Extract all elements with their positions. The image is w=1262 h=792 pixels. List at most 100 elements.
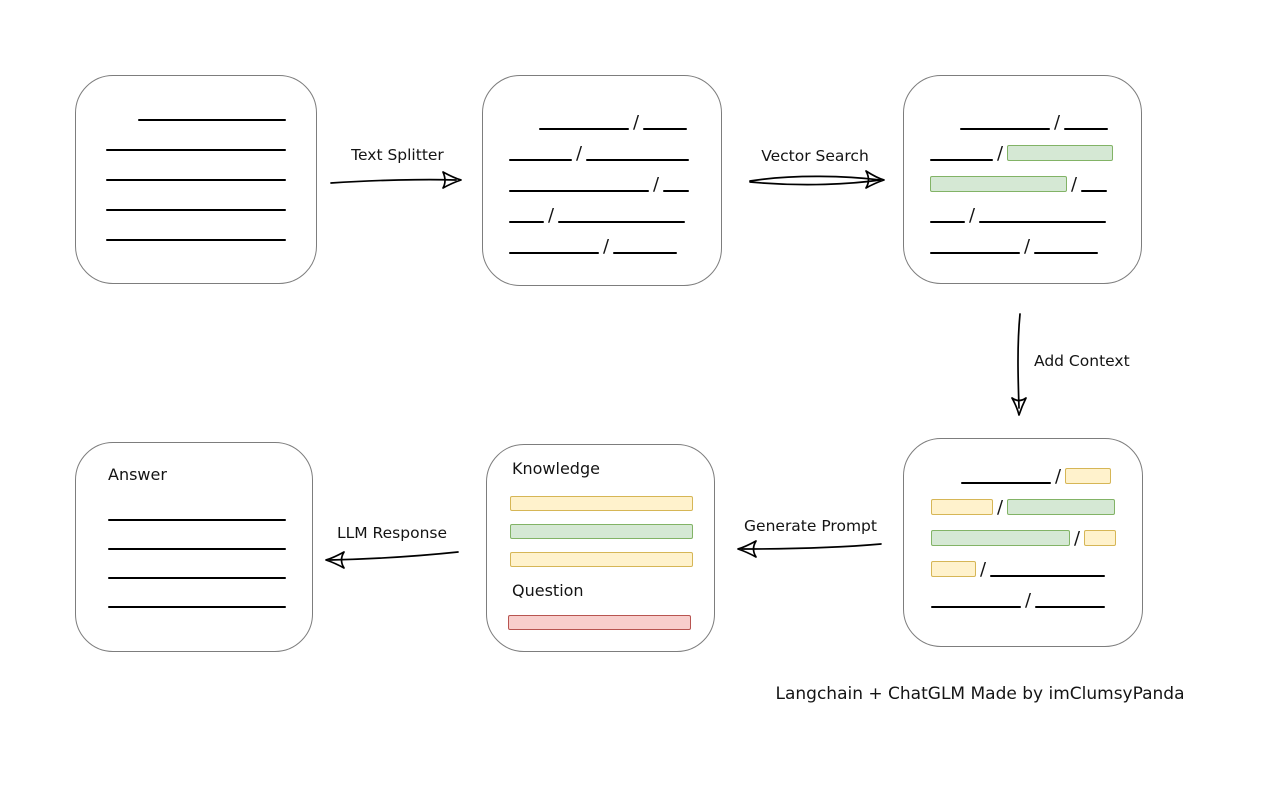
prompt-box: Knowledge Question [486,444,715,652]
text-splitter-arrow [330,171,462,189]
segment-row [510,496,693,511]
text-line [106,179,286,181]
segment-row: / [539,99,689,133]
slash-separator: / [1055,466,1062,487]
answer-label: Answer [108,465,167,484]
text-line [509,252,599,254]
segment-row: / [931,484,1116,518]
slash-separator: / [1024,236,1031,257]
text-line [960,128,1050,130]
text-line [108,606,286,608]
knowledge-label: Knowledge [512,459,600,478]
vector-search-label: Vector Search [761,147,869,165]
text-line [106,209,286,211]
slash-separator: / [1074,528,1081,549]
segment-row [108,492,286,521]
slash-separator: / [997,143,1004,164]
segment-row [510,552,693,567]
text-line [108,577,286,579]
question-label: Question [512,581,584,600]
yellow-chunk-rect [1084,530,1117,546]
slash-separator: / [997,497,1004,518]
text-line [539,128,629,130]
segment-row [106,151,286,181]
answer-box: Answer [75,442,313,652]
split-chunks-box: ///// [482,75,722,286]
slash-separator: / [548,205,555,226]
text-line [106,239,286,241]
text-line [558,221,686,223]
attribution-text: Langchain + ChatGLM Made by imClumsyPand… [775,684,1185,704]
segment-row: / [930,192,1113,225]
llm-response-label: LLM Response [336,524,447,542]
split-chunks-rows: ///// [509,99,690,257]
slash-separator: / [603,236,610,257]
slash-separator: / [633,112,640,133]
segment-row: / [509,161,690,194]
segment-row [108,521,286,550]
text-line [643,128,688,130]
text-line [509,221,544,223]
segment-row [108,579,286,608]
green-chunk-rect [1007,499,1116,515]
question-bar [508,615,691,630]
segment-row: / [509,223,689,257]
green-chunk-rect [931,530,1070,546]
slash-separator: / [1025,590,1032,611]
segment-row: / [930,130,1114,164]
document-lines [106,91,286,241]
context-chunks-rows: / / / / / [931,453,1117,611]
green-chunk-rect [930,176,1067,192]
text-splitter-label: Text Splitter [351,146,444,164]
retrieved-chunks-box: ///// [903,75,1142,284]
text-line [586,159,690,161]
text-line [979,221,1107,223]
text-line [509,159,572,161]
text-line [663,190,690,192]
text-line [1034,252,1099,254]
yellow-chunk-rect [510,496,693,511]
text-line [138,119,286,121]
segment-row: / [509,130,690,164]
yellow-chunk-rect [931,499,993,515]
segment-row: / [930,223,1113,257]
segment-row [106,121,286,151]
text-line [930,252,1020,254]
llm-response-arrow [325,551,459,569]
segment-row [106,181,286,211]
text-line [1081,190,1108,192]
segment-row: / [509,192,689,226]
segment-row: / [960,99,1113,132]
generate-prompt-arrow [737,540,882,558]
vector-search-arrow [749,170,885,189]
text-line [961,482,1051,484]
slash-separator: / [980,559,987,580]
knowledge-bars [510,496,693,567]
segment-row: / [931,515,1117,549]
yellow-chunk-rect [1065,468,1112,484]
text-line [1035,606,1106,608]
add-context-arrow [1011,313,1027,416]
text-line [108,519,286,521]
text-line [108,548,286,550]
green-chunk-rect [510,524,693,539]
add-context-label: Add Context [1034,352,1130,370]
segment-row [108,550,286,579]
context-chunks-box: / / / / / [903,438,1143,647]
document-box [75,75,317,284]
slash-separator: / [1071,174,1078,195]
segment-row [508,615,691,630]
segment-row [510,524,693,539]
text-line [990,575,1106,577]
text-line [930,221,965,223]
yellow-chunk-rect [510,552,693,567]
segment-row: / [931,546,1116,580]
segment-row: / [961,453,1116,487]
slash-separator: / [576,143,583,164]
text-line [509,190,649,192]
generate-prompt-label: Generate Prompt [744,517,877,535]
text-line [1064,128,1109,130]
text-line [930,159,993,161]
red-chunk-rect [508,615,691,630]
